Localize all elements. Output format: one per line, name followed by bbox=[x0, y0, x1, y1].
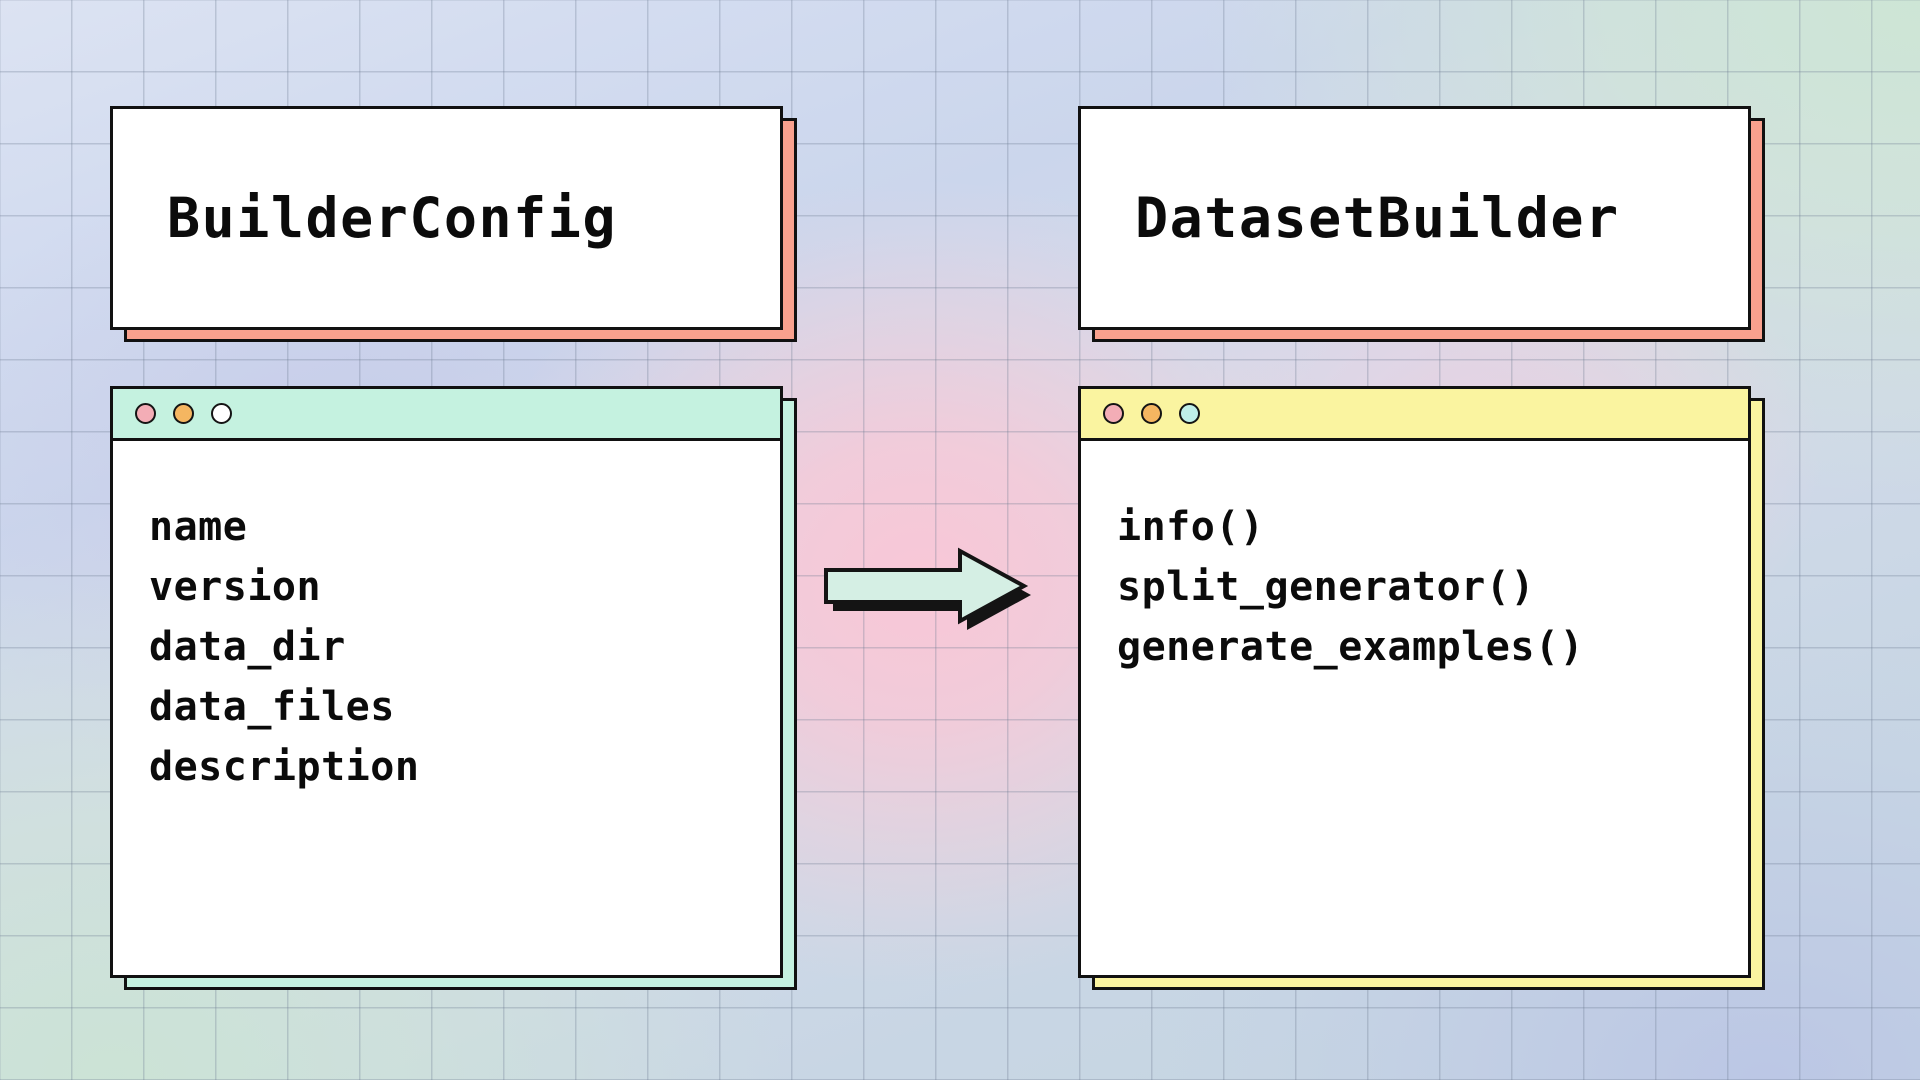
list-item[interactable]: generate_examples() bbox=[1117, 624, 1585, 670]
list-item[interactable]: data_files bbox=[149, 684, 395, 730]
maximize-dot-icon[interactable] bbox=[1179, 403, 1200, 424]
builderconfig-member-list: name version data_dir data_files descrip… bbox=[149, 497, 780, 797]
list-item[interactable]: split_generator() bbox=[1117, 564, 1535, 610]
datasetbuilder-title-label: DatasetBuilder bbox=[1135, 186, 1620, 250]
datasetbuilder-member-list: info() split_generator() generate_exampl… bbox=[1117, 497, 1748, 677]
list-item[interactable]: name bbox=[149, 504, 248, 550]
minimize-dot-icon[interactable] bbox=[173, 403, 194, 424]
arrow-right-icon bbox=[824, 547, 1031, 630]
builderconfig-title-card[interactable]: BuilderConfig bbox=[110, 106, 783, 330]
builderconfig-window-titlebar bbox=[113, 389, 780, 441]
datasetbuilder-window-titlebar bbox=[1081, 389, 1748, 441]
close-dot-icon[interactable] bbox=[1103, 403, 1124, 424]
builderconfig-window-body: name version data_dir data_files descrip… bbox=[113, 441, 780, 975]
close-dot-icon[interactable] bbox=[135, 403, 156, 424]
builderconfig-window[interactable]: name version data_dir data_files descrip… bbox=[110, 386, 783, 978]
list-item[interactable]: version bbox=[149, 564, 322, 610]
minimize-dot-icon[interactable] bbox=[1141, 403, 1162, 424]
maximize-dot-icon[interactable] bbox=[211, 403, 232, 424]
list-item[interactable]: description bbox=[149, 744, 420, 790]
datasetbuilder-title-card[interactable]: DatasetBuilder bbox=[1078, 106, 1751, 330]
datasetbuilder-window-body: info() split_generator() generate_exampl… bbox=[1081, 441, 1748, 975]
builderconfig-title-label: BuilderConfig bbox=[167, 186, 617, 250]
list-item[interactable]: info() bbox=[1117, 504, 1265, 550]
datasetbuilder-window[interactable]: info() split_generator() generate_exampl… bbox=[1078, 386, 1751, 978]
arrow-body bbox=[824, 547, 1029, 625]
list-item[interactable]: data_dir bbox=[149, 624, 346, 670]
